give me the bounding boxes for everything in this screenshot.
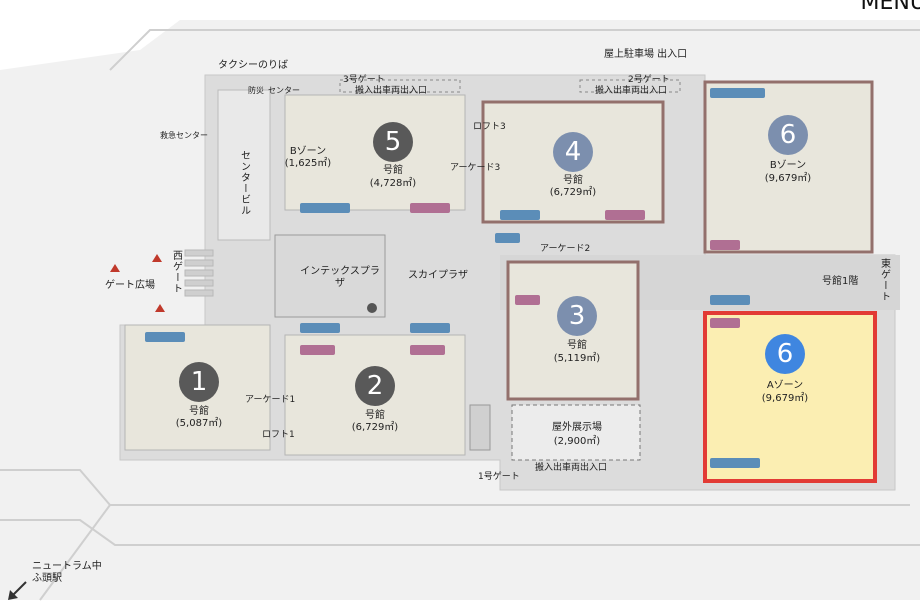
hall-6a-title: Aゾーン [766, 380, 804, 391]
outdoor-area: (2,900㎡) [553, 436, 601, 447]
sky-plaza-label: スカイプラザ [408, 270, 468, 281]
gate2-entry-label: 搬入出車両出入口 [595, 86, 668, 96]
loft3-label: ロフト3 [473, 122, 506, 132]
arcade1-label: アーケード1 [245, 395, 296, 405]
hall-5-number[interactable]: 5 [373, 122, 413, 162]
arcade3-label: アーケード3 [450, 163, 501, 173]
restroom-icons [145, 88, 765, 468]
center-building [217, 89, 271, 241]
road-edge-lower [0, 519, 920, 546]
hall-2-number[interactable]: 2 [355, 366, 395, 406]
west-stairs [184, 249, 214, 297]
rooftop-parking-label: 屋上駐車場 出入口 [604, 49, 688, 60]
road-edge-bottom [0, 469, 910, 506]
hall-3-title: 号館 [567, 340, 587, 351]
hall-1-area: (5,087㎡) [175, 418, 223, 429]
hall-6a-number[interactable]: 6 [765, 334, 805, 374]
hall-5-area: (4,728㎡) [369, 178, 417, 189]
hall-2-area: (6,729㎡) [351, 422, 399, 433]
hall-6b-area: (9,679㎡) [764, 173, 812, 184]
hall-5-zone: Bゾーン [289, 146, 327, 157]
hall-4-title: 号館 [563, 175, 583, 186]
gate-square-label: ゲート広場 [105, 280, 155, 291]
gate2-label: 2号ゲート [628, 75, 670, 85]
hall-1-number[interactable]: 1 [179, 362, 219, 402]
intex-plaza-block [274, 234, 386, 318]
center-small-label: センター [268, 86, 300, 95]
hall-5-zone-area: (1,625㎡) [284, 158, 332, 169]
triangle-marker [152, 254, 162, 262]
hall-5-title: 号館 [383, 165, 403, 176]
outdoor-title: 屋外展示場 [552, 422, 602, 433]
hall-2-title: 号館 [365, 410, 385, 421]
arcade2-label: アーケード2 [540, 244, 591, 254]
loft1-label: ロフト1 [262, 430, 295, 440]
road-edge-top [109, 29, 920, 71]
triangle-marker [155, 304, 165, 312]
gate1-label: 1号ゲート [478, 472, 520, 482]
hall-6b-number[interactable]: 6 [768, 115, 808, 155]
hall-6b-title: Bゾーン [769, 160, 807, 171]
bousai-label: 防災 [248, 86, 264, 95]
east-gate-label: 東ゲート [878, 258, 890, 302]
hall-3-area: (5,119㎡) [553, 353, 601, 364]
gate3-dash [339, 79, 461, 93]
station-label: ニュートラム中ふ頭駅 [32, 561, 102, 584]
hall-1-title: 号館 [189, 406, 209, 417]
hall-4-number[interactable]: 4 [553, 132, 593, 172]
hall6-1f-label: 号館1階 [822, 276, 859, 287]
outdoor-block [511, 404, 641, 461]
hall-6a-area: (9,679㎡) [761, 393, 809, 404]
gate3-entry-label: 搬入出車両出入口 [355, 86, 428, 96]
menu-button[interactable]: MENU [860, 0, 920, 15]
arrow-head [8, 590, 18, 600]
gate1-entry-label: 搬入出車両出入口 [535, 463, 608, 473]
road-diagonal [39, 504, 111, 601]
west-gate-label: 西ゲート [170, 250, 182, 294]
triangle-marker [110, 264, 120, 272]
pillar [469, 404, 491, 451]
gate2-dash [579, 79, 681, 93]
taxi-label: タクシーのりば [218, 60, 288, 71]
plaza-marker [367, 303, 377, 313]
emergency-label: 救急センター [160, 131, 208, 140]
hall-3-number[interactable]: 3 [557, 296, 597, 336]
intex-plaza-label: インテックスプラザ [300, 266, 380, 289]
hall-4-area: (6,729㎡) [549, 187, 597, 198]
station-arrow [11, 581, 27, 597]
hall-6b-block [703, 80, 874, 254]
center-building-label: センタービル [238, 150, 250, 216]
gate3-label: 3号ゲート [343, 75, 385, 85]
